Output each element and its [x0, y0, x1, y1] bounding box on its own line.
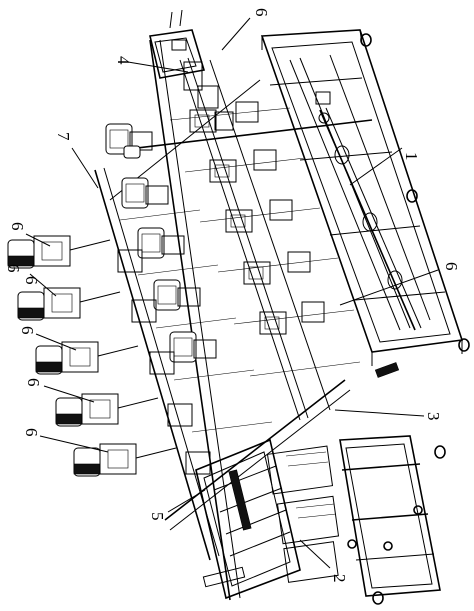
callout-label-6-right: 6 — [442, 262, 461, 271]
callout-label-7: 7 — [54, 132, 73, 141]
callout-label-6-left-a: 6 — [8, 222, 27, 231]
callouts: 1 2 3 4 5 6 6 6 6 6 6 6 6 7 — [4, 8, 461, 583]
callout-label-6-left-e: 6 — [24, 378, 43, 387]
callout-label-6-left-f: 6 — [22, 428, 41, 437]
workstation-grid — [117, 101, 361, 475]
callout-label-4: 4 — [114, 56, 133, 65]
callout-label-6-top: 6 — [252, 8, 271, 17]
left-motor-row — [7, 235, 177, 477]
callout-label-1: 1 — [402, 152, 421, 161]
callout-label-5: 5 — [148, 512, 167, 521]
leader-lines — [25, 17, 439, 569]
callout-label-6-left-d: 6 — [18, 326, 37, 335]
upper-motor-row — [105, 123, 217, 363]
top-unit — [149, 9, 234, 131]
callout-label-3: 3 — [424, 412, 443, 421]
callout-label-2: 2 — [330, 574, 349, 583]
lower-platform — [195, 438, 301, 600]
callout-label-6-left-b: 6 — [4, 264, 23, 273]
side-stand — [266, 435, 446, 605]
callout-label-6-left-c: 6 — [22, 276, 41, 285]
main-frame — [260, 29, 470, 378]
